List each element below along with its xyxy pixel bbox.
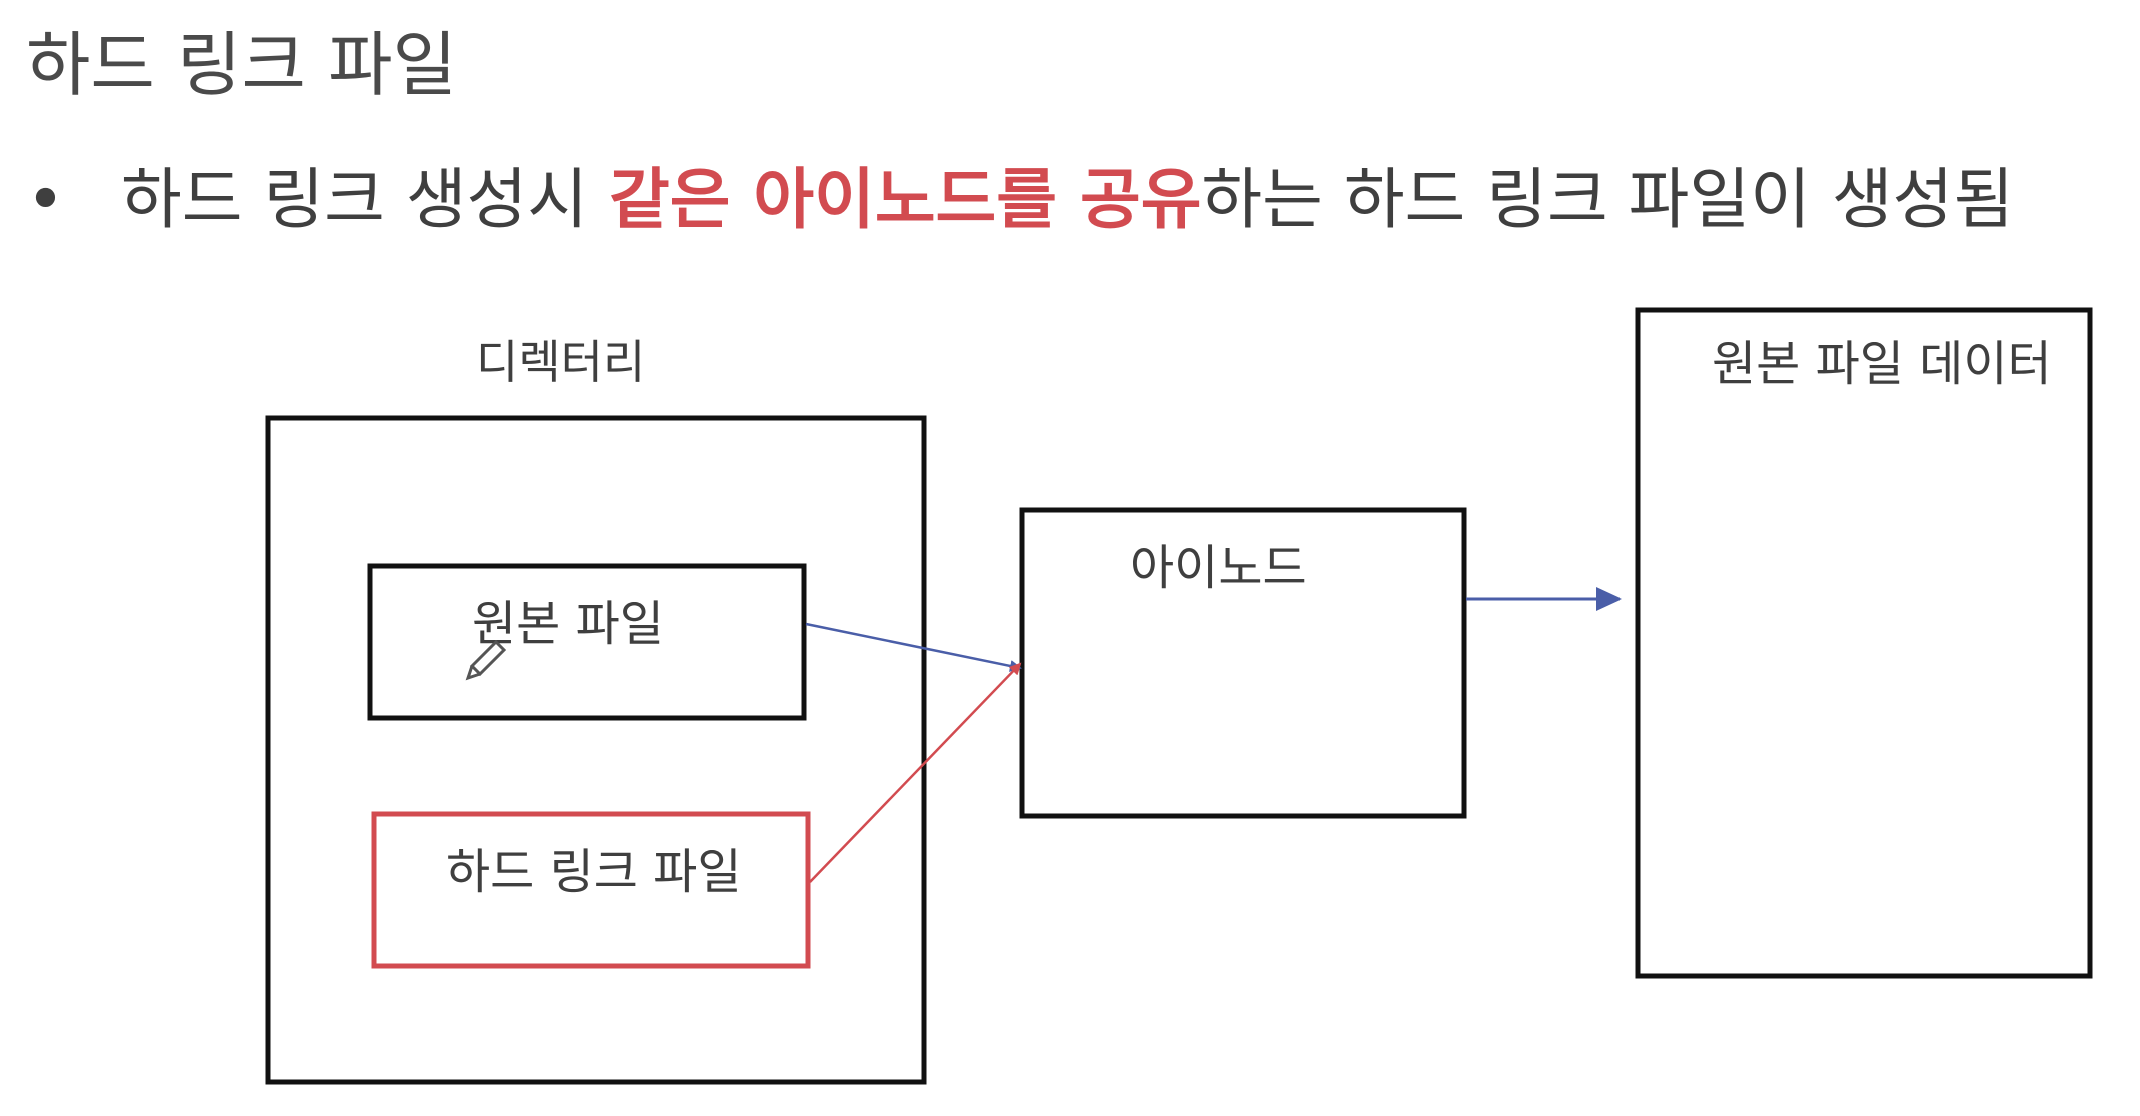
hard-link-file-box xyxy=(371,811,811,969)
original-file-box xyxy=(367,563,807,721)
original-to-inode-arrow xyxy=(805,622,1022,672)
directory-box xyxy=(265,415,927,1085)
bullet-text-before: 하드 링크 생성시 xyxy=(121,161,609,238)
directory-label: 디렉터리 xyxy=(476,335,645,389)
hard-link-file-label: 하드 링크 파일 xyxy=(446,844,741,900)
file-data-label: 원본 파일 데이터 xyxy=(1712,336,2052,392)
inode-label: 아이노드 xyxy=(1130,540,1307,596)
bullet-text-after: 하는 하드 링크 파일이 생성됨 xyxy=(1201,161,2014,238)
bullet-highlight: 같은 아이노드를 공유 xyxy=(608,161,1202,238)
file-data-box xyxy=(1635,307,2093,979)
bullet-text: • 하드 링크 생성시 같은 아이노드를 공유하는 하드 링크 파일이 생성됨 xyxy=(26,150,2014,250)
hardlink-to-inode-arrow xyxy=(809,662,1022,883)
inode-box xyxy=(1019,507,1467,819)
bullet-marker: • xyxy=(26,161,65,238)
pencil-cursor-icon xyxy=(465,639,507,681)
page-title: 하드 링크 파일 xyxy=(26,24,457,106)
original-file-label: 원본 파일 xyxy=(472,596,664,652)
